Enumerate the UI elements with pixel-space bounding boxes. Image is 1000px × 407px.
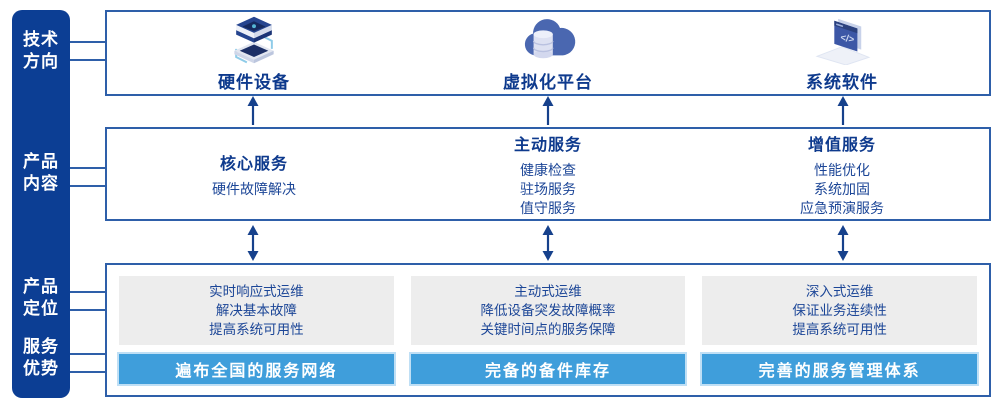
service-column-value-added: 增值服务 性能优化 系统加固 应急预演服务: [695, 129, 989, 219]
sidebar-label-line: 定位: [23, 299, 59, 318]
server-stack-icon: [234, 16, 274, 64]
advantage-banner: 遍布全国的服务网络: [119, 354, 394, 384]
service-column-active: 主动服务 健康检查 驻场服务 值守服务: [401, 129, 695, 219]
tech-item-hardware: 硬件设备: [107, 12, 401, 94]
positioning-line: 降低设备突发故障概率: [480, 303, 616, 318]
product-content-box: 核心服务 硬件故障解决 主动服务 健康检查 驻场服务 值守服务 增值服务 性能优…: [105, 127, 991, 221]
positioning-panel: 深入式运维 保证业务连续性 提高系统可用性: [702, 276, 978, 345]
up-arrow-icon: [247, 96, 259, 125]
up-arrow-icon: [837, 96, 849, 125]
double-arrow-icon: [542, 225, 554, 261]
service-item: 应急预演服务: [800, 199, 884, 216]
service-item: 性能优化: [814, 161, 870, 178]
sidebar-label-line: 优势: [23, 359, 59, 378]
connector-line: [70, 353, 106, 355]
sidebar-label-line: 内容: [23, 174, 59, 193]
positioning-line: 提高系统可用性: [209, 322, 304, 337]
service-column-core: 核心服务 硬件故障解决: [107, 129, 401, 219]
sidebar-label-tech-direction: 技术方向: [12, 29, 70, 73]
sidebar-label-line: 产品: [23, 152, 59, 171]
tech-item-label: 虚拟化平台: [503, 73, 593, 92]
svg-text:</>: </>: [839, 32, 855, 45]
positioning-line: 保证业务连续性: [792, 303, 887, 318]
tech-item-system-software: </> 系统软件: [695, 12, 989, 94]
positioning-column: 实时响应式运维 解决基本故障 提高系统可用性 遍布全国的服务网络: [119, 276, 394, 395]
advantage-banner: 完善的服务管理体系: [702, 354, 978, 384]
sidebar-label-line: 技术: [23, 30, 59, 49]
service-item: 驻场服务: [520, 180, 576, 197]
sidebar-label-product-positioning: 产品定位: [12, 276, 70, 320]
tech-item-label: 硬件设备: [218, 73, 290, 92]
tech-item-virtualization: 虚拟化平台: [401, 12, 695, 94]
service-column-title: 增值服务: [807, 136, 876, 154]
service-item: 健康检查: [520, 161, 576, 178]
connector-line: [70, 371, 106, 373]
up-arrow-icon: [542, 96, 554, 125]
positioning-line: 解决基本故障: [215, 303, 297, 318]
double-arrow-icon: [837, 225, 849, 261]
positioning-line: 深入式运维: [805, 284, 874, 299]
tech-direction-box: 硬件设备 虚拟化平台 </> 系统软件: [105, 10, 991, 96]
code-window-icon: </>: [815, 18, 871, 65]
connector-line: [70, 59, 106, 61]
cloud-database-icon: [524, 19, 576, 59]
advantage-banner: 完备的备件库存: [410, 354, 686, 384]
positioning-line: 提高系统可用性: [792, 322, 887, 337]
positioning-line: 主动式运维: [514, 284, 582, 299]
sidebar-label-product-content: 产品内容: [12, 151, 70, 195]
positioning-line: 实时响应式运维: [209, 284, 304, 299]
service-item: 硬件故障解决: [212, 180, 296, 197]
sidebar: 技术方向 产品内容 产品定位 服务优势: [12, 10, 70, 398]
tech-item-label: 系统软件: [806, 73, 878, 92]
positioning-line: 关键时间点的服务保障: [480, 322, 616, 337]
connector-line: [70, 291, 106, 293]
positioning-panel: 实时响应式运维 解决基本故障 提高系统可用性: [119, 276, 394, 345]
positioning-column: 主动式运维 降低设备突发故障概率 关键时间点的服务保障 完备的备件库存: [410, 276, 686, 395]
positioning-panel: 主动式运维 降低设备突发故障概率 关键时间点的服务保障: [410, 276, 686, 345]
positioning-column: 深入式运维 保证业务连续性 提高系统可用性 完善的服务管理体系: [702, 276, 978, 395]
connector-line: [70, 309, 106, 311]
service-column-title: 核心服务: [219, 155, 288, 173]
connector-line: [70, 185, 106, 187]
connector-line: [70, 41, 106, 43]
service-item: 值守服务: [520, 199, 576, 216]
sidebar-label-line: 方向: [23, 52, 59, 71]
sidebar-label-line: 产品: [23, 277, 59, 296]
double-arrow-icon: [247, 225, 259, 261]
sidebar-label-service-advantage: 服务优势: [12, 336, 70, 380]
service-column-title: 主动服务: [513, 136, 582, 154]
connector-line: [70, 167, 106, 169]
sidebar-label-line: 服务: [23, 337, 59, 356]
service-item: 系统加固: [814, 180, 870, 197]
product-positioning-box: 实时响应式运维 解决基本故障 提高系统可用性 遍布全国的服务网络 主动式运维 降…: [105, 263, 991, 397]
